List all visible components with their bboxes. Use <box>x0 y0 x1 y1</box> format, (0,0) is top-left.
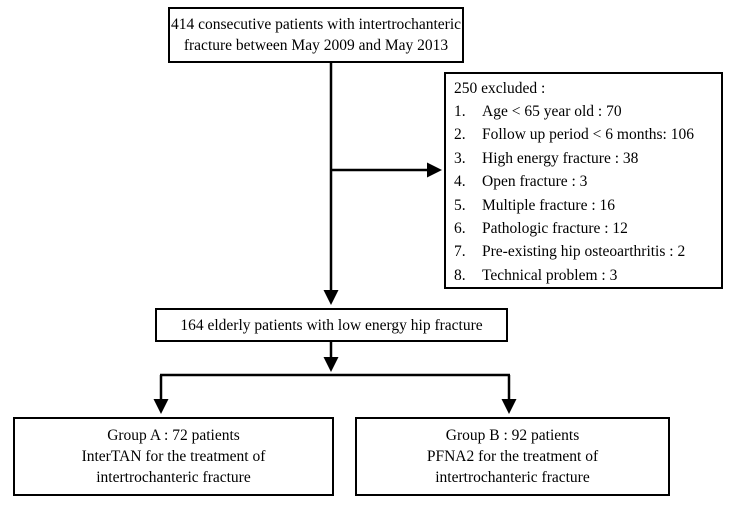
elderly-patients-box: 164 elderly patients with low energy hip… <box>155 308 508 342</box>
excluded-item-number: 1. <box>454 103 466 120</box>
excluded-item-1: 1. Age < 65 year old : 70 <box>454 101 721 124</box>
excluded-item-number: 4. <box>454 173 466 191</box>
excluded-item-text: Pathologic fracture : 12 <box>482 219 628 237</box>
excluded-item-text: Age < 65 year old : 70 <box>482 103 622 120</box>
excluded-item-6: 6. Pathologic fracture : 12 <box>454 218 721 241</box>
excluded-item-8: 8. Technical problem : 3 <box>454 265 721 288</box>
excluded-item-text: High energy fracture : 38 <box>482 149 639 167</box>
excluded-item-number: 6. <box>454 219 466 237</box>
excluded-item-text: Pre-existing hip osteoarthritis : 2 <box>482 243 686 261</box>
excluded-item-4: 4. Open fracture : 3 <box>454 171 721 194</box>
excluded-item-2: 2. Follow up period < 6 months: 106 <box>454 124 721 147</box>
excluded-item-number: 2. <box>454 126 466 144</box>
group-a-title: Group A : 72 patients <box>107 427 240 444</box>
group-b-line-3: intertrochanteric fracture <box>435 469 590 486</box>
excluded-item-3: 3. High energy fracture : 38 <box>454 148 721 171</box>
excluded-item-text: Technical problem : 3 <box>482 266 618 284</box>
group-b-line-2: PFNA2 for the treatment of <box>426 448 599 465</box>
excluded-item-text: Multiple fracture : 16 <box>482 196 615 214</box>
excluded-item-number: 3. <box>454 149 466 167</box>
excluded-item-number: 7. <box>454 243 466 261</box>
group-b-box: Group B : 92 patients PFNA2 for the trea… <box>355 417 670 496</box>
group-a-line-3: intertrochanteric fracture <box>96 469 251 486</box>
group-b-title: Group B : 92 patients <box>445 427 580 444</box>
excluded-item-5: 5. Multiple fracture : 16 <box>454 195 721 218</box>
excluded-title: 250 excluded : <box>454 80 546 97</box>
elderly-patients-text: 164 elderly patients with low energy hip… <box>180 316 483 334</box>
excluded-item-number: 5. <box>454 196 466 214</box>
total-patients-line-2: fracture between May 2009 and May 2013 <box>183 37 449 54</box>
excluded-item-text: Follow up period < 6 months: 106 <box>482 126 694 144</box>
excluded-item-number: 8. <box>454 266 466 284</box>
group-a-box: Group A : 72 patients InterTAN for the t… <box>13 417 334 496</box>
total-patients-line-1: 414 consecutive patients with intertroch… <box>170 16 462 33</box>
excluded-item-7: 7. Pre-existing hip osteoarthritis : 2 <box>454 241 721 264</box>
total-patients-box: 414 consecutive patients with intertroch… <box>168 7 464 63</box>
group-a-line-2: InterTAN for the treatment of <box>81 448 266 465</box>
excluded-patients-box: 250 excluded : 1.Age < 65 year old : 70 … <box>444 72 723 289</box>
excluded-item-text: Open fracture : 3 <box>482 173 588 191</box>
